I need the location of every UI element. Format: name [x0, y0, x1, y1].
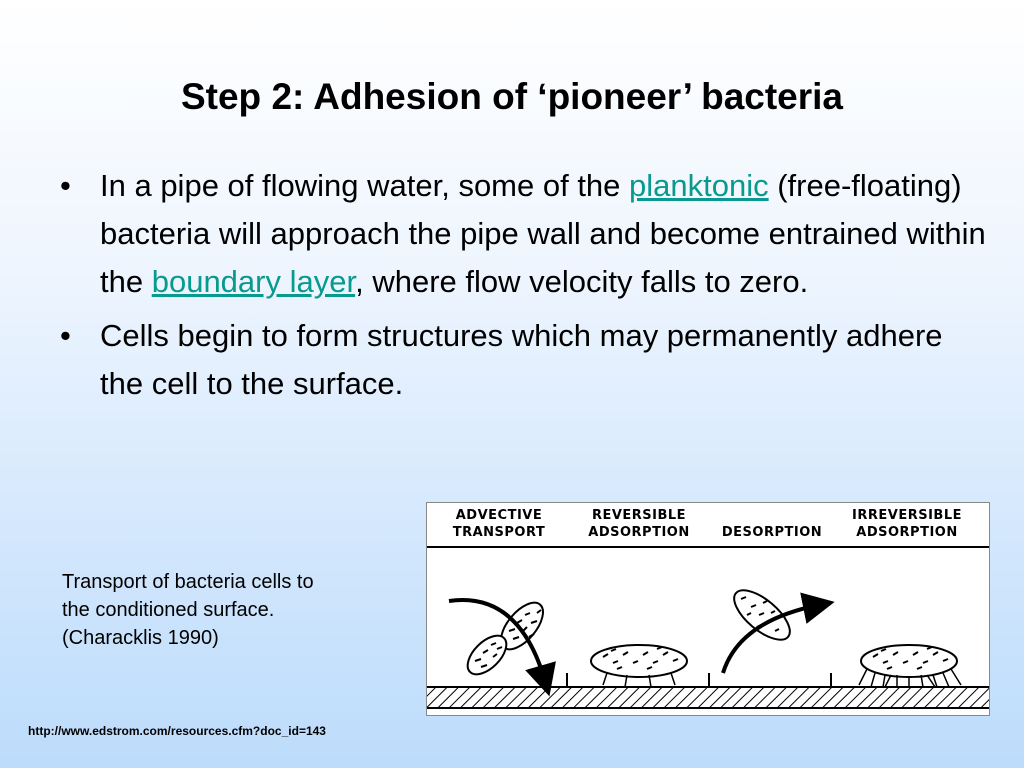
diagram-svg: ADVECTIVE TRANSPORT REVERSIBLE ADSORPTIO…	[427, 508, 989, 709]
cell-advective-bottom	[466, 634, 508, 676]
boundary-layer-link[interactable]: boundary layer	[151, 264, 356, 299]
source-url: http://www.edstrom.com/resources.cfm?doc…	[28, 724, 326, 738]
caption-line-3: (Characklis 1990)	[62, 627, 219, 649]
label-irreversible: IRREVERSIBLE	[852, 508, 962, 523]
planktonic-link[interactable]: planktonic	[629, 168, 769, 203]
label-adsorption-1: ADSORPTION	[588, 525, 689, 540]
slide-title: Step 2: Adhesion of ‘pioneer’ bacteria	[180, 76, 844, 117]
label-transport: TRANSPORT	[453, 525, 546, 540]
bacteria-adhesion-diagram: ADVECTIVE TRANSPORT REVERSIBLE ADSORPTIO…	[426, 502, 990, 716]
bullet-item-2: • Cells begin to form structures which m…	[60, 312, 990, 408]
advective-arrow	[448, 598, 556, 697]
cell-irreversible	[858, 644, 962, 688]
label-desorption: DESORPTION	[722, 525, 822, 540]
substrate-hatch	[427, 688, 989, 708]
bullet-list: • In a pipe of flowing water, some of th…	[60, 162, 990, 414]
caption-line-2: the conditioned surface.	[62, 599, 275, 621]
label-adsorption-2: ADSORPTION	[856, 525, 957, 540]
figure-caption: Transport of bacteria cells to the condi…	[62, 568, 402, 652]
desorption-arrow	[721, 592, 835, 674]
bullet-1-text-end: , where flow velocity falls to zero.	[355, 264, 809, 299]
bullet-glyph: •	[60, 318, 71, 353]
cell-reversible	[590, 644, 688, 688]
caption-line-1: Transport of bacteria cells to	[62, 571, 314, 593]
bullet-1-text-middle: (free-floating) bacteria will approach t…	[100, 168, 986, 299]
label-reversible: REVERSIBLE	[592, 508, 686, 523]
bullet-2-text: Cells begin to form structures which may…	[100, 318, 943, 401]
bullet-1-text-start: In a pipe of flowing water, some of the	[100, 168, 630, 203]
label-advective: ADVECTIVE	[456, 508, 542, 523]
bullet-item-1: • In a pipe of flowing water, some of th…	[60, 162, 990, 306]
bullet-glyph: •	[60, 168, 71, 203]
